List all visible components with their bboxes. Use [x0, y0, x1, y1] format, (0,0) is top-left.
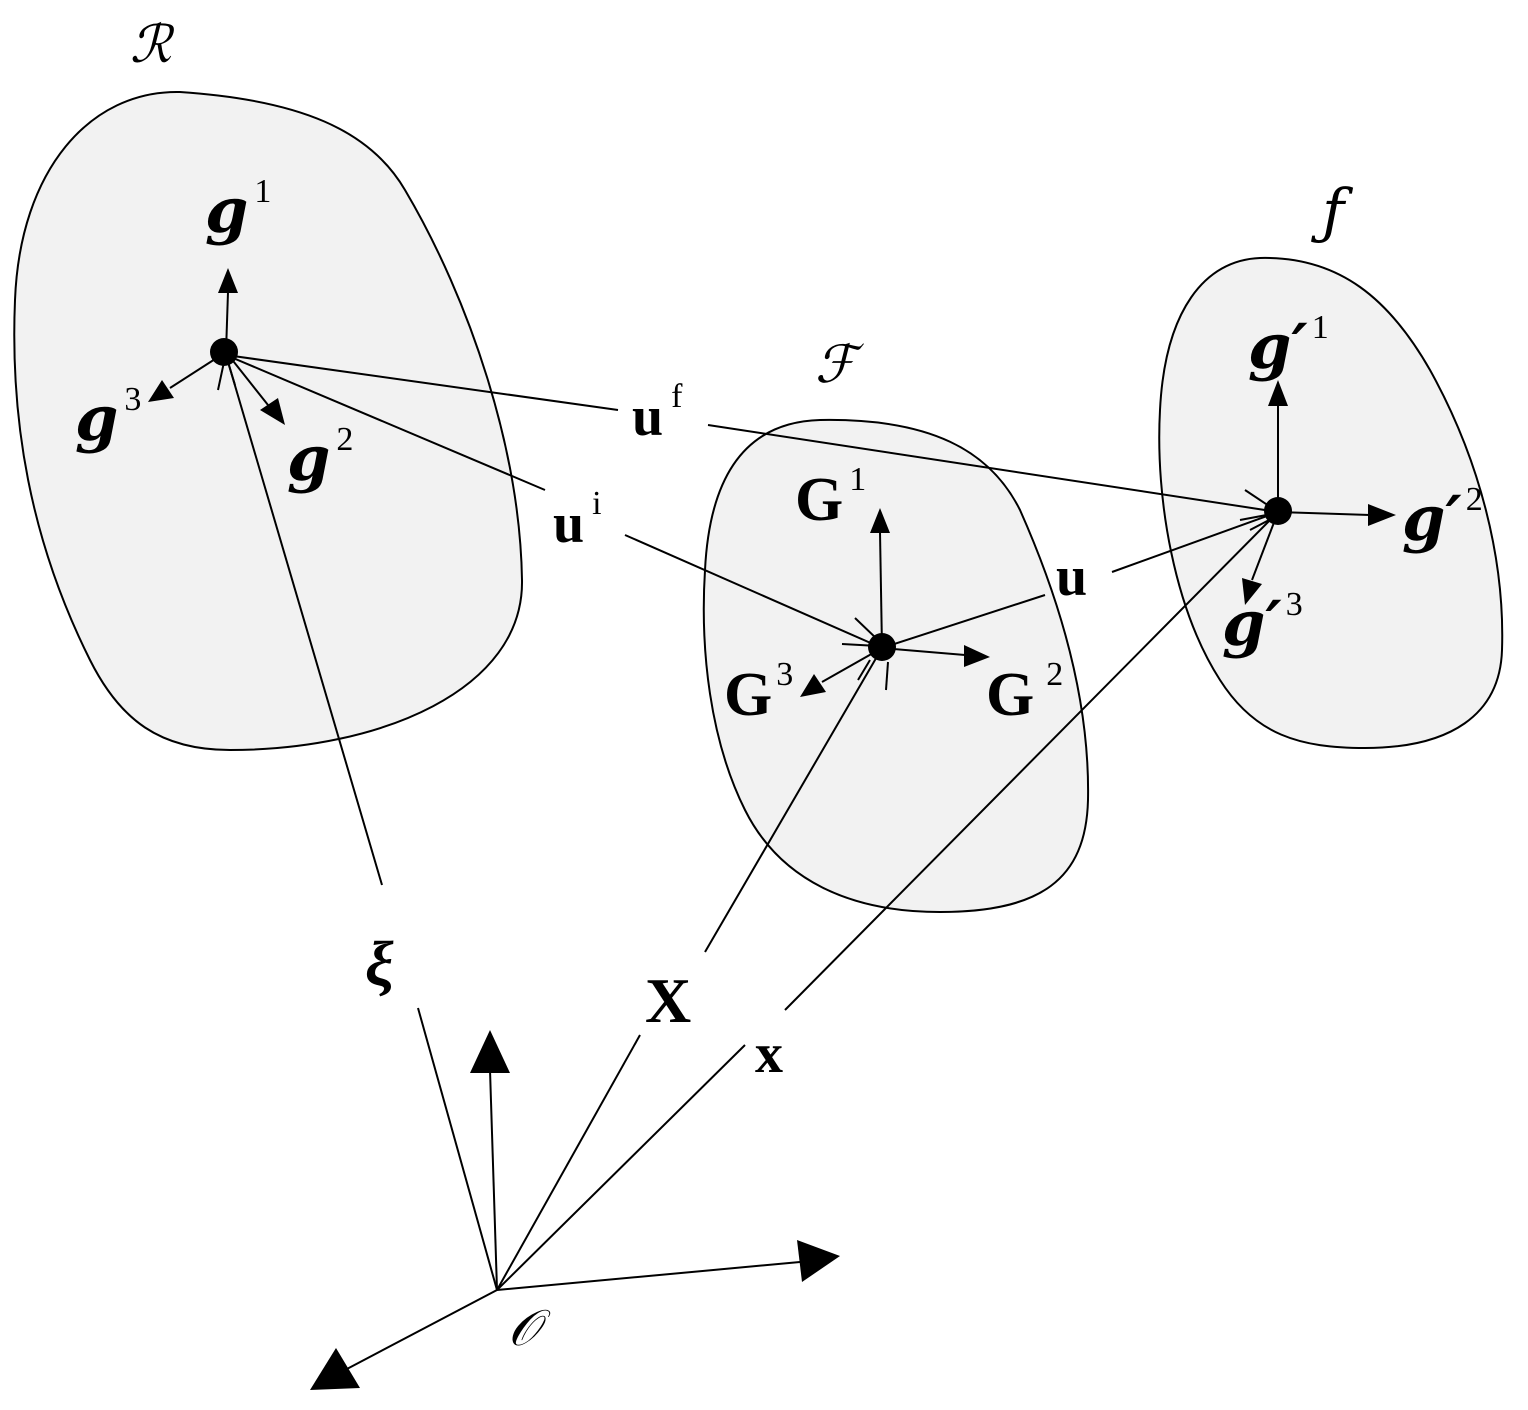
xi-vector-line-lower	[417, 1007, 498, 1291]
xi-label: ξ	[365, 928, 394, 999]
G3-sup: 3	[776, 656, 793, 693]
origin-axis-right	[496, 1261, 801, 1291]
g-prime-3-base: g′	[1222, 587, 1282, 660]
g-prime-1-sup: 1	[1312, 309, 1329, 346]
g1-base: g	[205, 174, 248, 247]
u-i-sup: i	[592, 485, 601, 522]
g1-sup: 1	[254, 173, 271, 210]
origin-axis-down-left-arrowhead	[310, 1348, 360, 1390]
x-vector-line-upper	[784, 511, 1279, 1011]
origin-axis-right-arrowhead	[797, 1240, 840, 1282]
origin-axis-up	[489, 1069, 498, 1291]
G1-arrow-line	[879, 531, 883, 649]
x-label: x	[755, 1023, 783, 1085]
G1-arrowhead	[870, 508, 890, 533]
G1-base: G	[795, 466, 843, 534]
X-vector-line-upper	[704, 647, 883, 953]
G1-sup: 1	[849, 461, 866, 498]
g-prime-3-arrowhead	[1242, 578, 1262, 605]
g-prime-1-label: g′1	[1248, 309, 1329, 383]
intermediate-arrow-tick-d	[857, 659, 871, 681]
g-prime-2-arrowhead	[1368, 504, 1396, 526]
u-vector-line-left	[881, 594, 1046, 649]
g-prime-2-arrow-line	[1277, 511, 1371, 516]
reference-arrow-tick-b	[227, 361, 236, 386]
reference-point	[210, 338, 238, 366]
g3-arrowhead	[148, 380, 174, 402]
origin-axis-down-left	[344, 1289, 498, 1371]
u-vector-line-right	[1111, 511, 1279, 573]
g-prime-2-base: g′	[1402, 482, 1462, 555]
reference-arrow-tick-a	[217, 361, 225, 391]
X-vector-line-lower	[496, 1034, 641, 1291]
G2-arrow-line	[881, 647, 966, 656]
g1-arrowhead	[218, 268, 238, 293]
x-vector-line-lower	[496, 1044, 746, 1291]
u-i-base: u	[553, 493, 584, 555]
u-label: u	[1056, 546, 1087, 608]
G2-arrowhead	[964, 645, 990, 667]
g-prime-3-sup: 3	[1286, 586, 1303, 623]
g-prime-2-label: g′2	[1402, 481, 1483, 555]
u-f-sup: f	[671, 378, 683, 415]
intermediate-arrow-tick-c	[885, 661, 889, 691]
current-region-label: ƒ	[1311, 177, 1354, 247]
g-prime-1-base: g′	[1248, 310, 1308, 383]
g-prime-1-arrowhead	[1268, 380, 1288, 406]
g2-base: g	[287, 422, 330, 495]
intermediate-region-label: ℱ	[815, 335, 864, 395]
u-i-vector-line-left	[225, 354, 546, 491]
intermediate-point	[868, 633, 896, 661]
origin-label: 𝒪	[508, 1299, 551, 1357]
reference-region	[13, 90, 524, 752]
g-prime-2-sup: 2	[1466, 481, 1483, 518]
xi-vector-line-upper	[225, 354, 383, 886]
X-label: X	[645, 965, 691, 1036]
current-region	[1158, 256, 1504, 750]
current-point	[1264, 497, 1292, 525]
G3-base: G	[724, 661, 772, 729]
g-prime-3-label: g′3	[1222, 586, 1303, 660]
u-f-base: u	[632, 386, 663, 448]
u-i-vector-line-right	[624, 534, 883, 649]
G2-sup: 2	[1046, 656, 1063, 693]
G2-base: G	[986, 661, 1034, 729]
u-f-vector-line-left	[225, 354, 619, 411]
G3-arrowhead	[800, 674, 826, 697]
g2-sup: 2	[336, 421, 353, 458]
u-f-vector-line-right	[707, 424, 1279, 513]
g3-sup: 3	[124, 381, 141, 418]
g3-base: g	[75, 382, 118, 455]
origin-axis-up-arrowhead	[470, 1030, 510, 1073]
g2-arrowhead	[260, 398, 285, 425]
reference-region-label: ℛ	[130, 15, 175, 75]
